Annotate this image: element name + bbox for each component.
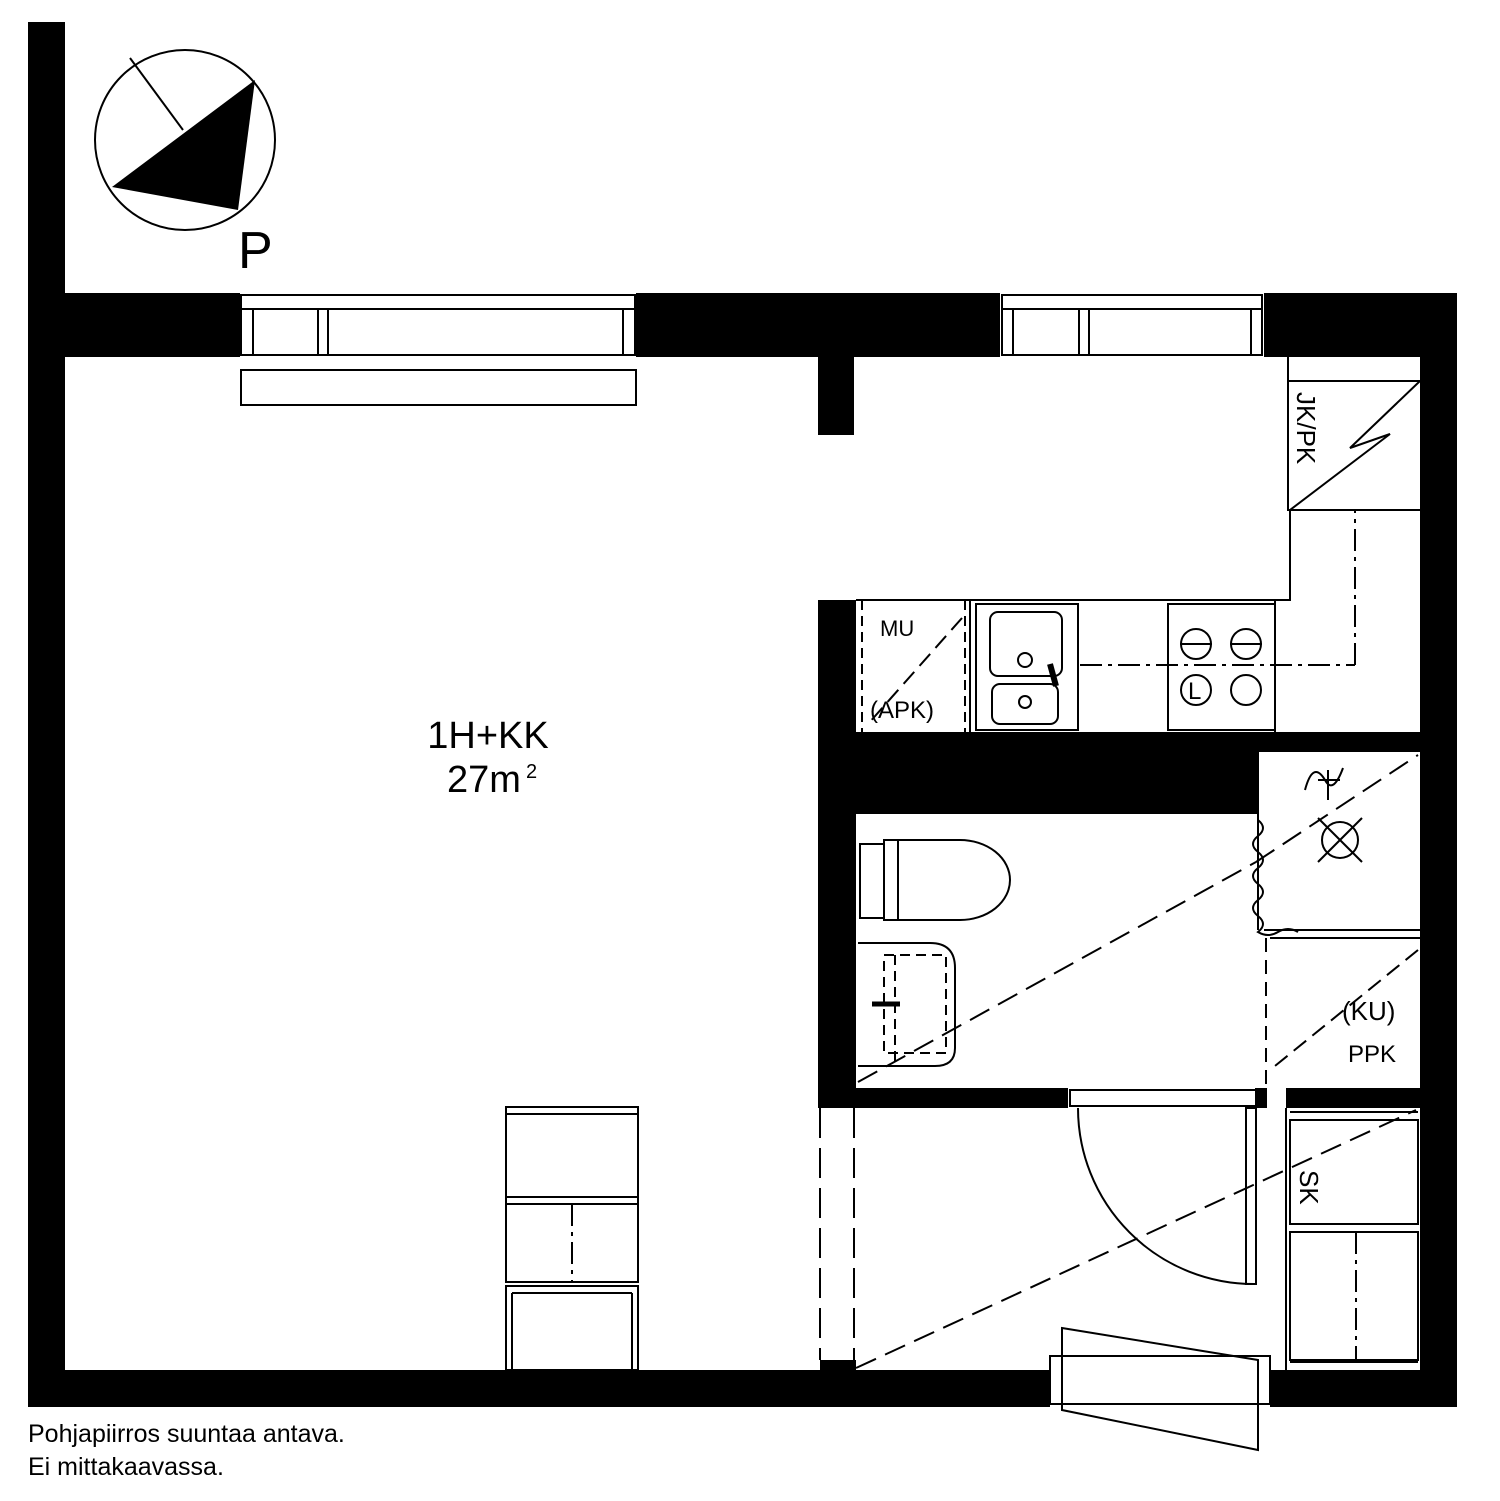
door-swing-arc: [1077, 1107, 1255, 1285]
bathroom-door: [1069, 1089, 1257, 1285]
shelving-unit: [505, 1106, 639, 1371]
sink-basin-small: [991, 683, 1059, 725]
closet-sk: SK: [1285, 1108, 1419, 1370]
hallway: [819, 1108, 1417, 1369]
bathroom: (KU) PPK: [857, 752, 1420, 1088]
kitchen-counter: MU (APK) L: [856, 510, 1356, 732]
stove-burner-icon: [1230, 674, 1262, 706]
compass-tick: [129, 57, 184, 131]
compass-north-label: P: [238, 222, 273, 280]
apartment-area: 27m: [447, 759, 521, 801]
label-jk-pk: JK/PK: [1291, 392, 1321, 465]
wall-bottom-segment-1: [28, 1370, 820, 1407]
caption-line-1: Pohjapiirros suuntaa antava.: [28, 1420, 345, 1448]
wall-top-segment-1: [28, 293, 240, 357]
sink-drain-icon: [1017, 652, 1033, 668]
wardrobe-jk-pk: JK/PK: [856, 357, 1421, 601]
sink-drain-icon: [1018, 695, 1032, 709]
label-sk: SK: [1294, 1170, 1324, 1205]
wall-closet-top: [1286, 1088, 1420, 1108]
stove: [1167, 603, 1276, 731]
wall-bathroom-bottom-left: [818, 1088, 1068, 1108]
shower-curtain: [1252, 819, 1299, 936]
wall-bottom-segment-3: [1270, 1370, 1457, 1407]
wall-bathroom-left: [818, 600, 856, 1108]
wall-bottom-jamb: [820, 1360, 856, 1407]
wall-right: [1420, 293, 1457, 1407]
label-ppk: PPK: [1348, 1041, 1396, 1068]
door-leaf: [1245, 1107, 1257, 1285]
sink-basin-large: [989, 611, 1063, 677]
wall-bathroom-top: [818, 752, 1258, 814]
entrance-door: [1049, 1326, 1271, 1452]
label-mu: MU: [880, 616, 914, 641]
wall-bathroom-bottom-jamb: [1255, 1088, 1267, 1108]
label-apk: (APK): [870, 697, 934, 724]
floor-drain-icon: [1321, 821, 1359, 859]
label-ku: (KU): [1342, 996, 1395, 1026]
apartment-area-unit: 2: [526, 761, 537, 783]
washbasin: [858, 942, 956, 1067]
window-right: [1001, 294, 1263, 356]
toilet-tank: [859, 843, 885, 919]
wall-stub-top: [818, 357, 854, 435]
compass-circle: [94, 49, 276, 231]
wall-kitchen-bottom: [818, 732, 1420, 752]
window-left: [240, 294, 637, 406]
label-oven: L: [1188, 678, 1201, 705]
compass: P: [94, 49, 276, 280]
sink: [975, 603, 1079, 731]
compass-arrow-icon: [112, 80, 255, 210]
caption-line-2: Ei mittakaavassa.: [28, 1453, 224, 1481]
wall-bottom-segment-2: [856, 1370, 1050, 1407]
interior-walls: [818, 357, 1420, 1108]
window-sill-shelf: [240, 369, 637, 406]
room-label: 1H+KK 27m 2: [427, 715, 548, 801]
exterior-walls: [28, 22, 1457, 1407]
stove-oven-icon: [1180, 674, 1212, 706]
wall-top-segment-2: [636, 293, 1000, 357]
apartment-type: 1H+KK: [427, 715, 548, 757]
wall-left: [28, 22, 65, 1407]
toilet-bowl: [883, 839, 1011, 921]
